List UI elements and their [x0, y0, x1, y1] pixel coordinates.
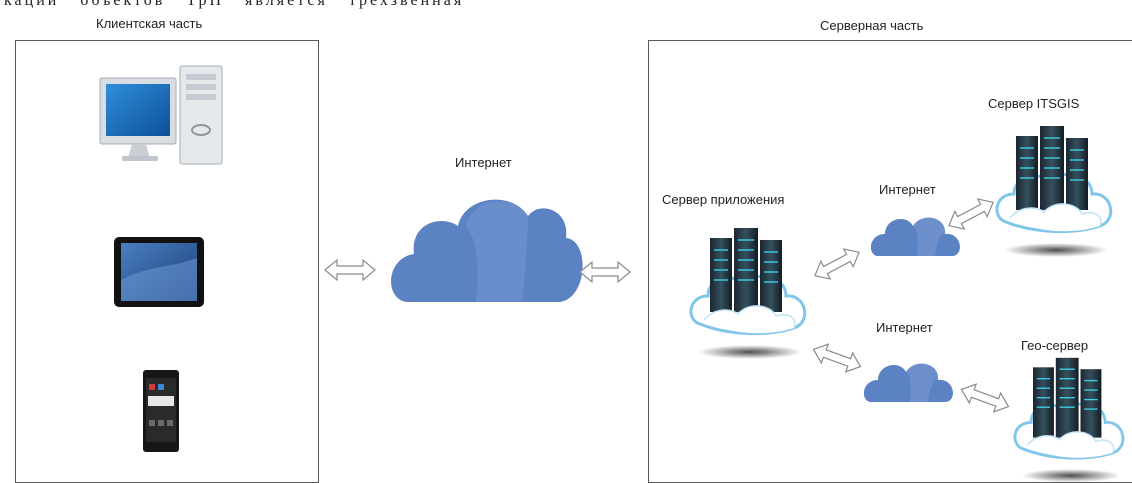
arrow-app-lower-internet-icon: [809, 339, 865, 377]
arrow-client-internet-icon: [324, 259, 376, 281]
arrow-upper-internet-itsgis-icon: [943, 192, 999, 236]
tablet-icon: [114, 237, 204, 307]
arrow-app-upper-internet-icon: [809, 242, 865, 286]
client-title: Клиентская часть: [96, 16, 203, 31]
smartphone-icon: [143, 370, 179, 452]
internet-main-label: Интернет: [455, 155, 512, 170]
arrow-lower-internet-geo-icon: [957, 379, 1013, 417]
app-server-cloud-icon: [689, 226, 807, 361]
server-title: Серверная часть: [820, 18, 924, 33]
internet-upper-label: Интернет: [879, 182, 936, 197]
geo-server-label: Гео-сервер: [1021, 338, 1089, 353]
internet-lower-label: Интернет: [876, 320, 933, 335]
internet-lower-cloud-icon: [863, 363, 953, 402]
internet-upper-cloud-icon: [870, 217, 960, 256]
itsgis-server-cloud-icon: [995, 124, 1113, 259]
arrow-internet-server-icon: [579, 261, 631, 283]
top-text-fragment: кации объектов ТрП является трехзвенная: [4, 0, 465, 9]
desktop-computer-icon: [99, 65, 223, 165]
itsgis-server-label: Сервер ITSGIS: [988, 96, 1080, 111]
geo-server-cloud-icon: [1013, 356, 1125, 483]
internet-main-cloud-icon: [391, 199, 583, 302]
app-server-label: Сервер приложения: [662, 192, 785, 207]
